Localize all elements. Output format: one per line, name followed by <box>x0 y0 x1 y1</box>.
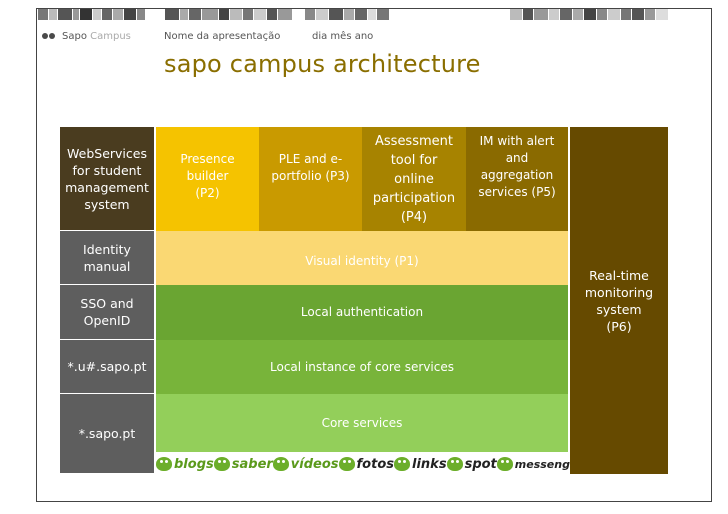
identity-manual-box: Identity manual <box>60 231 154 285</box>
im-alert-box: IM with alert and aggregation services (… <box>466 127 568 231</box>
service-fotos: fotos <box>338 457 394 472</box>
ple-portfolio-box: PLE and e-portfolio (P3) <box>259 127 362 231</box>
service-links: links <box>394 457 447 472</box>
presentation-name: Nome da apresentação <box>164 31 281 42</box>
service-videos: vídeos <box>272 457 339 472</box>
sso-openid-box: SSO and OpenID <box>60 285 154 340</box>
local-authentication-layer: Local authentication <box>156 285 568 340</box>
videos-icon <box>272 457 289 471</box>
service-spot: spot <box>446 457 497 472</box>
assessment-tool-box: Assessment tool for online participation… <box>362 127 466 231</box>
sapo-logo-icon <box>42 30 56 44</box>
realtime-monitoring-box: Real-time monitoring system (P6) <box>570 127 668 474</box>
date-label: dia mês ano <box>312 31 374 42</box>
fotos-icon <box>338 457 355 471</box>
service-messenger: messenger <box>496 457 583 471</box>
links-icon <box>394 457 411 471</box>
core-services-layer: Core services <box>156 394 568 452</box>
blogs-icon <box>156 457 172 471</box>
presence-builder-box: Presence builder (P2) <box>156 127 259 231</box>
u-sapo-box: *.u#.sapo.pt <box>60 340 154 394</box>
spot-icon <box>446 457 463 471</box>
header-pattern <box>38 8 146 20</box>
saber-icon <box>213 457 230 471</box>
brand-light: Campus <box>90 31 131 42</box>
service-blogs: blogs <box>156 457 214 472</box>
messenger-icon <box>496 457 513 471</box>
service-saber: saber <box>213 457 273 472</box>
header-pattern-4 <box>510 8 669 20</box>
page-title: sapo campus architecture <box>164 50 481 78</box>
brand: Sapo Campus <box>62 31 131 42</box>
webservices-box: WebServices for student management syste… <box>60 127 154 231</box>
sapo-services-strip: blogs saber vídeos fotos links spot mess… <box>156 453 583 475</box>
brand-bold: Sapo <box>62 31 87 42</box>
sapo-pt-box: *.sapo.pt <box>60 394 154 474</box>
local-core-services-layer: Local instance of core services <box>156 340 568 394</box>
slide-frame <box>36 8 712 502</box>
visual-identity-layer: Visual identity (P1) <box>156 231 568 285</box>
header-pattern-2 <box>165 8 293 20</box>
header-pattern-3 <box>305 8 390 20</box>
